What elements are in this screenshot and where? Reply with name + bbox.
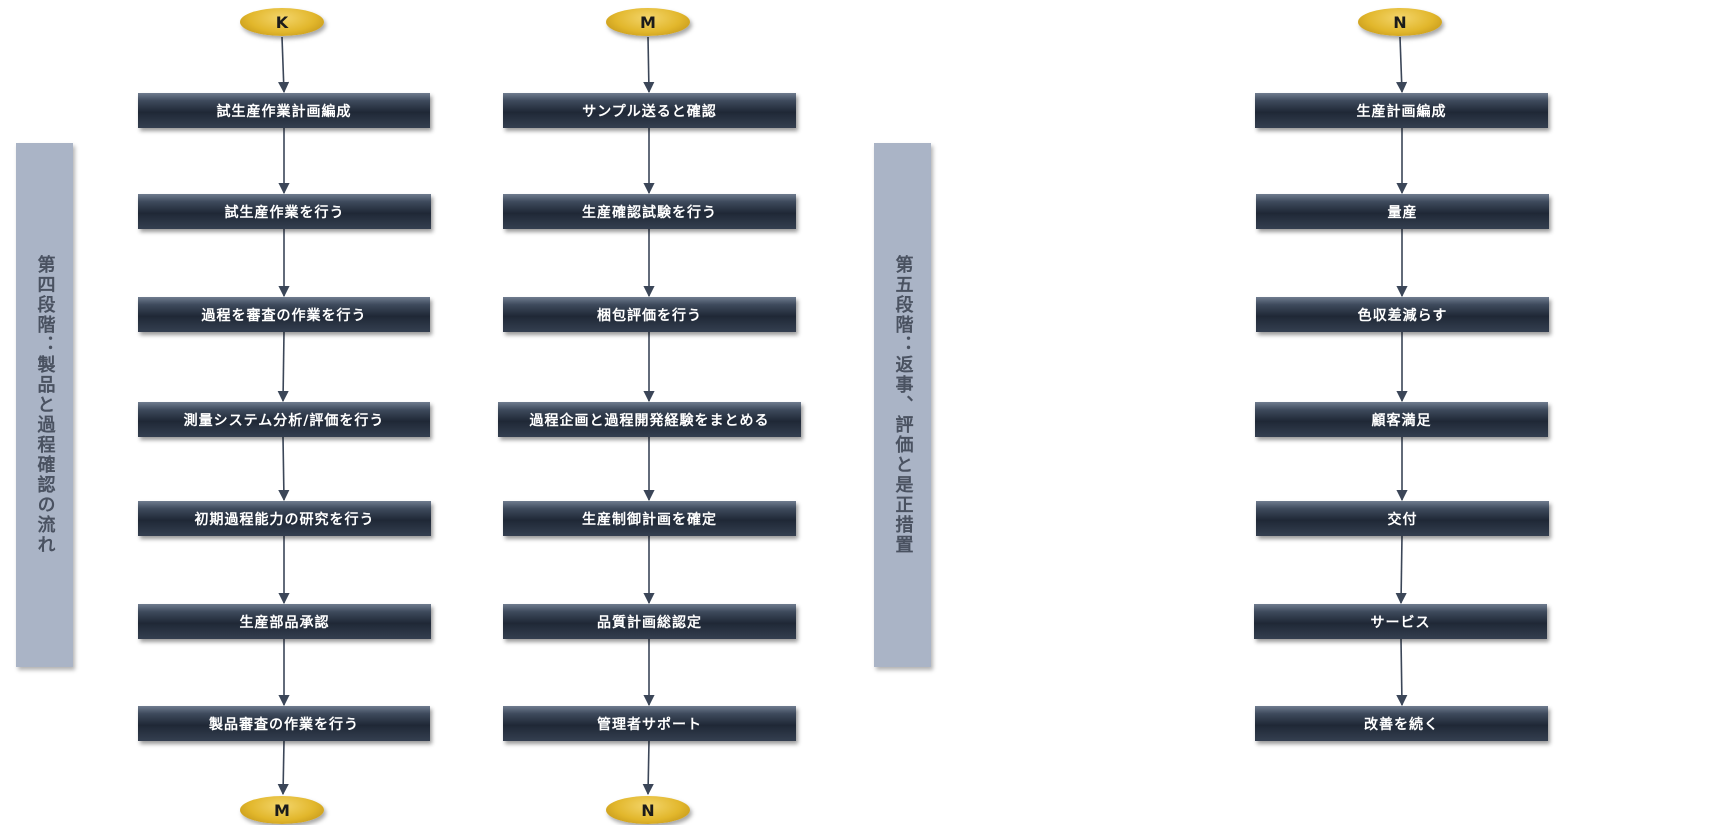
arrow bbox=[1396, 638, 1408, 707]
process-box: 過程を審査の作業を行う bbox=[138, 297, 430, 332]
process-box: 生産計画編成 bbox=[1255, 93, 1548, 128]
connector-n-bottom: N bbox=[606, 796, 690, 824]
process-box: 管理者サポート bbox=[503, 706, 796, 741]
stage5-panel: 第五段階：返事、評価と是正措置 bbox=[874, 143, 931, 667]
process-box: 色収差減らす bbox=[1256, 297, 1549, 332]
process-box: 試生産作業計画編成 bbox=[138, 93, 430, 128]
arrow bbox=[277, 740, 289, 796]
process-box: 改善を続く bbox=[1255, 706, 1548, 741]
arrow bbox=[278, 36, 290, 94]
process-box: 品質計画総認定 bbox=[503, 604, 796, 639]
process-box: 生産部品承認 bbox=[138, 604, 431, 639]
connector-m-top: M bbox=[606, 8, 690, 36]
connector-m-bottom: M bbox=[240, 796, 324, 824]
arrow bbox=[642, 740, 654, 796]
process-box: サービス bbox=[1254, 604, 1547, 639]
process-box: 測量システム分析/評価を行う bbox=[138, 402, 430, 437]
stage5-label: 第五段階：返事、評価と是正措置 bbox=[892, 255, 914, 555]
arrow bbox=[277, 331, 289, 403]
process-box: 交付 bbox=[1256, 501, 1549, 536]
process-box: 梱包評価を行う bbox=[503, 297, 796, 332]
process-box: 試生産作業を行う bbox=[138, 194, 431, 229]
process-box: 初期過程能力の研究を行う bbox=[138, 501, 431, 536]
process-box: 製品審査の作業を行う bbox=[138, 706, 430, 741]
process-box: 顧客満足 bbox=[1255, 402, 1548, 437]
arrow bbox=[643, 36, 655, 94]
connector-n-top: N bbox=[1358, 8, 1442, 36]
process-box: 生産確認試験を行う bbox=[503, 194, 796, 229]
process-box: 過程企画と過程開発経験をまとめる bbox=[498, 402, 801, 437]
arrow bbox=[278, 436, 290, 502]
arrow bbox=[1396, 36, 1408, 94]
process-box: 生産制御計画を確定 bbox=[503, 501, 796, 536]
process-box: サンプル送ると確認 bbox=[503, 93, 796, 128]
connector-k-top: K bbox=[240, 8, 324, 36]
process-box: 量産 bbox=[1256, 194, 1549, 229]
stage4-label: 第四段階：製品と過程確認の流れ bbox=[34, 255, 56, 555]
arrow bbox=[1395, 535, 1407, 605]
stage4-panel: 第四段階：製品と過程確認の流れ bbox=[16, 143, 73, 667]
